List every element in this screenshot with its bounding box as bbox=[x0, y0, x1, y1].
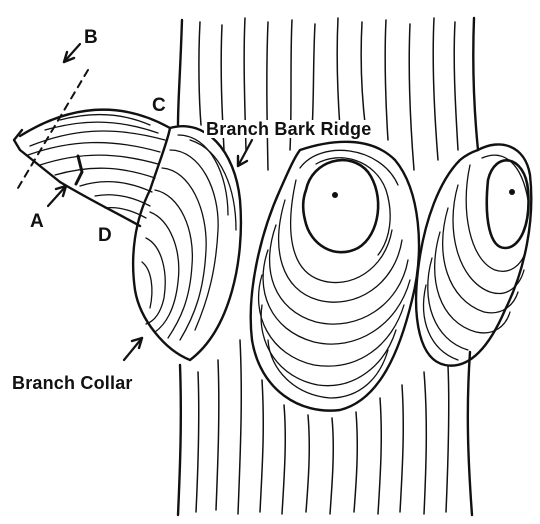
middle-knot bbox=[251, 142, 419, 411]
label-c: C bbox=[152, 96, 166, 115]
trunk bbox=[178, 18, 478, 515]
branch-stub bbox=[14, 110, 170, 226]
label-d: D bbox=[98, 226, 112, 245]
label-branch-collar: Branch Collar bbox=[10, 374, 135, 392]
label-branch-bark-ridge: Branch Bark Ridge bbox=[204, 120, 373, 138]
arrow-icon bbox=[48, 186, 66, 206]
right-knot bbox=[416, 144, 531, 365]
arrow-icon bbox=[64, 44, 80, 62]
arrow-icon bbox=[238, 140, 252, 166]
label-a: A bbox=[30, 212, 44, 231]
arrow-icon bbox=[124, 338, 142, 360]
label-b: B bbox=[84, 28, 98, 47]
